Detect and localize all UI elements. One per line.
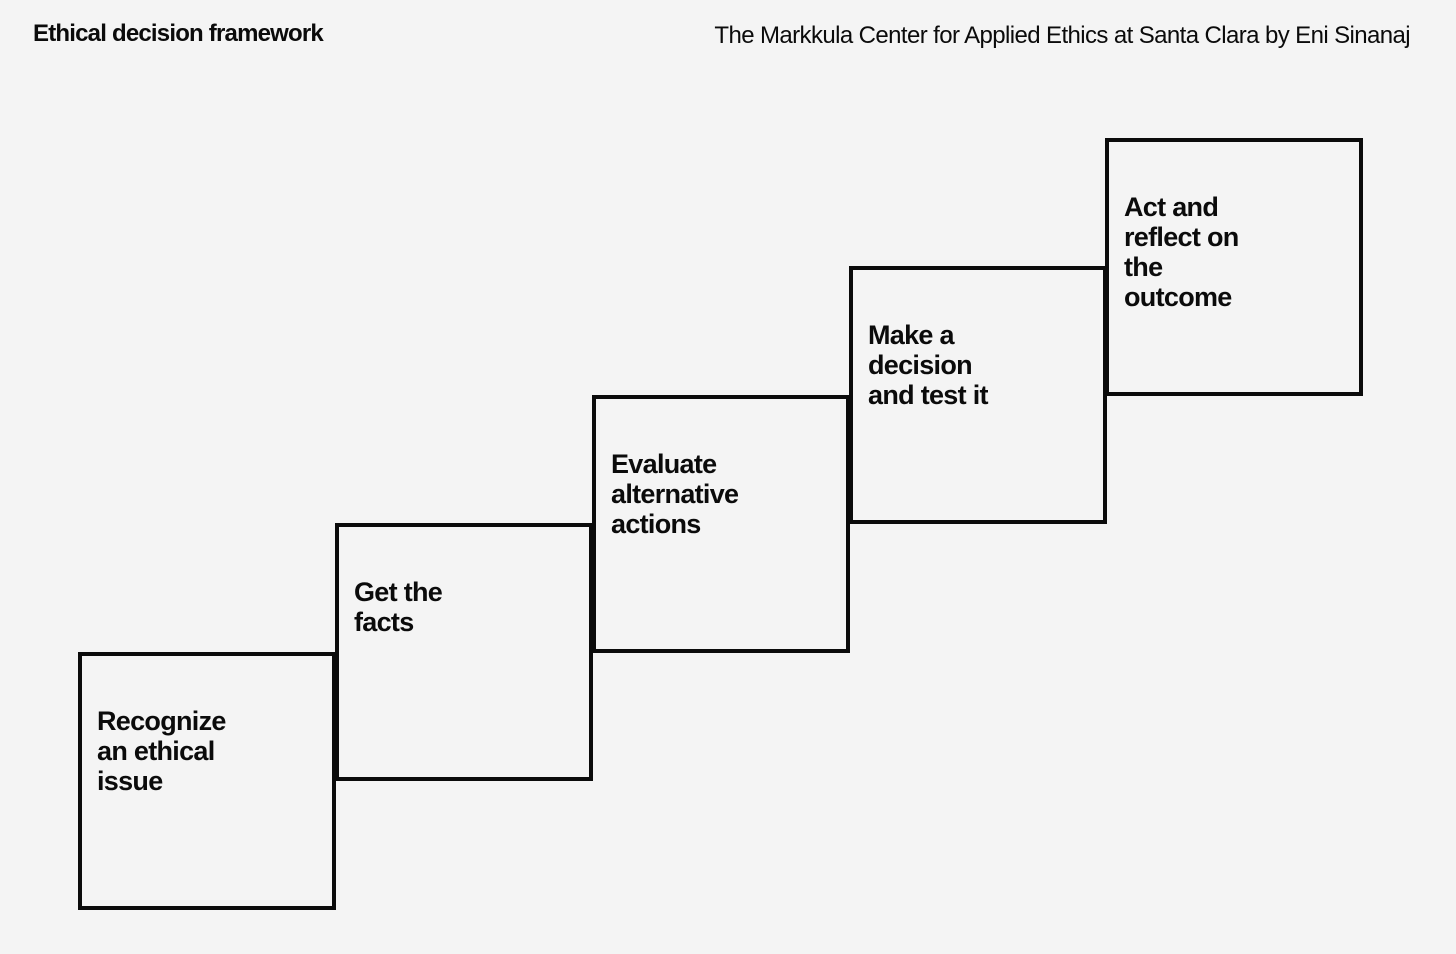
step-box-evaluate-alternatives: Evaluate alternative actions [592,395,850,653]
step-box-recognize-issue: Recognize an ethical issue [78,652,336,910]
step-label: Get the facts [354,577,443,637]
step-label: Act and reflect on the outcome [1124,192,1239,312]
step-label: Evaluate alternative actions [611,449,739,539]
step-label: Make a decision and test it [868,320,989,410]
diagram-title: Ethical decision framework [33,20,324,47]
step-label: Recognize an ethical issue [97,706,226,796]
step-box-make-decision: Make a decision and test it [849,266,1107,524]
step-box-act-reflect: Act and reflect on the outcome [1105,138,1363,396]
step-box-get-facts: Get the facts [335,523,593,781]
diagram-credit: The Markkula Center for Applied Ethics a… [714,22,1410,49]
